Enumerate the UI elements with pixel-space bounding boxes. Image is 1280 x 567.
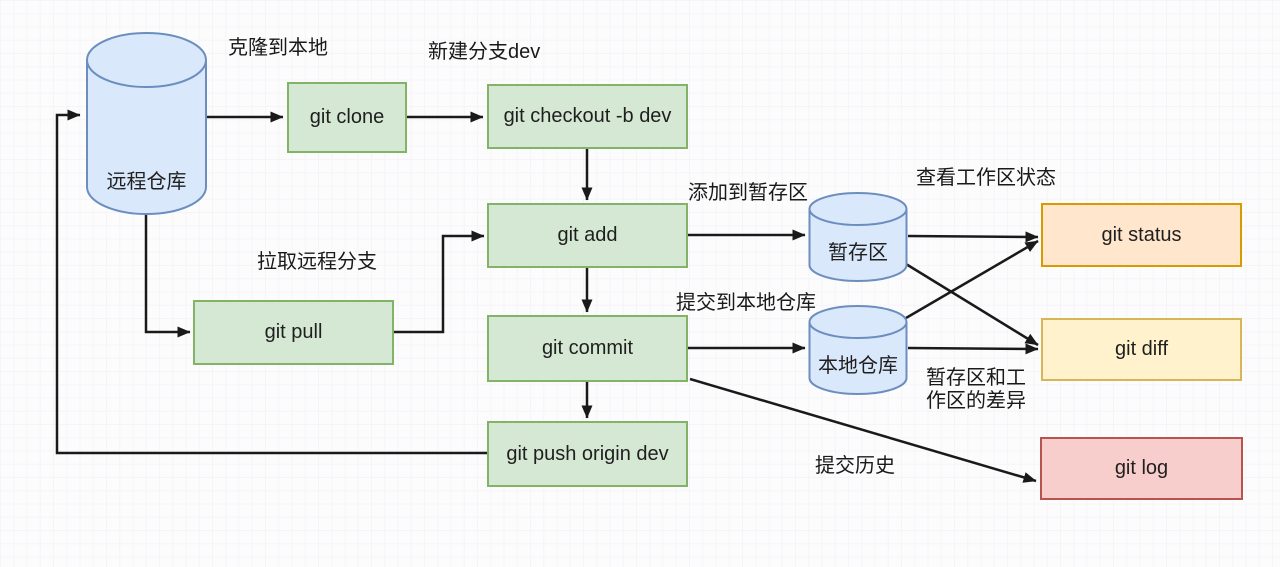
annotation-pull-remote-branch: 拉取远程分支 (257, 251, 377, 273)
annotation-clone-to-local: 克隆到本地 (228, 37, 328, 59)
annotation-new-branch-dev: 新建分支dev (428, 41, 541, 63)
edge-local-to-diff (907, 343, 1039, 355)
node-remote-repo: 远程仓库 (86, 32, 207, 215)
annotation-commit-history: 提交历史 (815, 455, 895, 477)
node-local-repo: 本地仓库 (808, 305, 908, 395)
node-git-clone: git clone (287, 82, 407, 153)
edge-local-to-status (905, 239, 1039, 320)
node-label: 本地仓库 (818, 355, 898, 377)
annotation-line: 暂存区和工 (926, 367, 1026, 389)
node-git-checkout: git checkout -b dev (487, 84, 688, 149)
cylinder-shape (86, 32, 207, 215)
node-label: 远程仓库 (106, 171, 187, 193)
node-git-push: git push origin dev (487, 421, 688, 487)
node-git-log: git log (1040, 437, 1243, 500)
edge-staging-to-diff (905, 262, 1039, 347)
node-git-add: git add (487, 203, 688, 268)
edge-push-to-remote (55, 109, 487, 455)
node-git-commit: git commit (487, 315, 688, 382)
annotation-commit-to-local-repo: 提交到本地仓库 (676, 292, 816, 314)
edge-remote-to-pull (144, 214, 191, 338)
annotation-add-to-staging: 添加到暂存区 (688, 182, 808, 204)
annotation-view-workspace-status: 查看工作区状态 (916, 167, 1056, 189)
node-git-pull: git pull (193, 300, 394, 365)
node-label: 暂存区 (828, 242, 888, 264)
node-git-status: git status (1041, 203, 1242, 267)
edge-staging-to-status (907, 231, 1039, 243)
cylinder-shape (808, 192, 908, 282)
annotation-staging-workspace-diff: 暂存区和工 作区的差异 (925, 367, 1027, 413)
edge-commit-to-log (689, 377, 1037, 483)
edge-pull-to-add (394, 230, 485, 334)
node-staging-area: 暂存区 (808, 192, 908, 282)
annotation-line: 作区的差异 (926, 390, 1026, 412)
cylinder-shape (808, 305, 908, 395)
node-git-diff: git diff (1041, 318, 1242, 381)
